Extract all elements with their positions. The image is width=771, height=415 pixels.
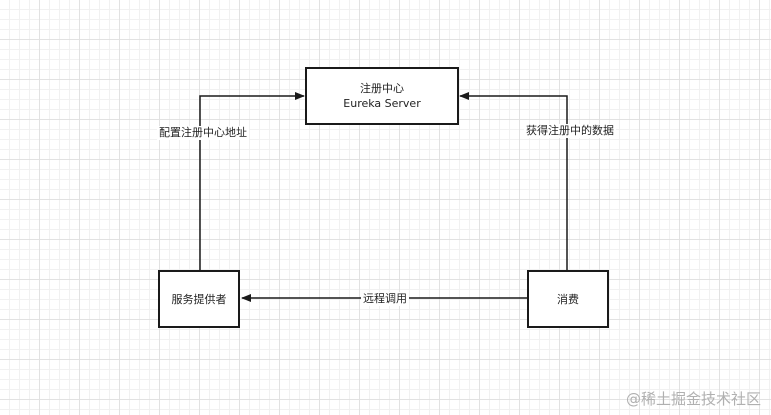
edge-consumer-to-registry <box>459 92 568 270</box>
registry-node: 注册中心 Eureka Server <box>305 67 459 125</box>
provider-label: 服务提供者 <box>171 292 227 306</box>
registry-subtitle: Eureka Server <box>343 97 421 110</box>
label-consumer-to-registry: 获得注册中的数据 <box>524 124 616 138</box>
label-consumer-to-provider: 远程调用 <box>361 292 409 306</box>
watermark-text: @稀土掘金技术社区 <box>625 390 761 408</box>
consumer-node: 消费 <box>527 270 609 328</box>
label-provider-to-registry: 配置注册中心地址 <box>157 126 249 140</box>
registry-title: 注册中心 <box>360 82 404 95</box>
consumer-label: 消费 <box>557 292 579 306</box>
edge-provider-to-registry <box>199 92 305 270</box>
provider-node: 服务提供者 <box>158 270 240 328</box>
